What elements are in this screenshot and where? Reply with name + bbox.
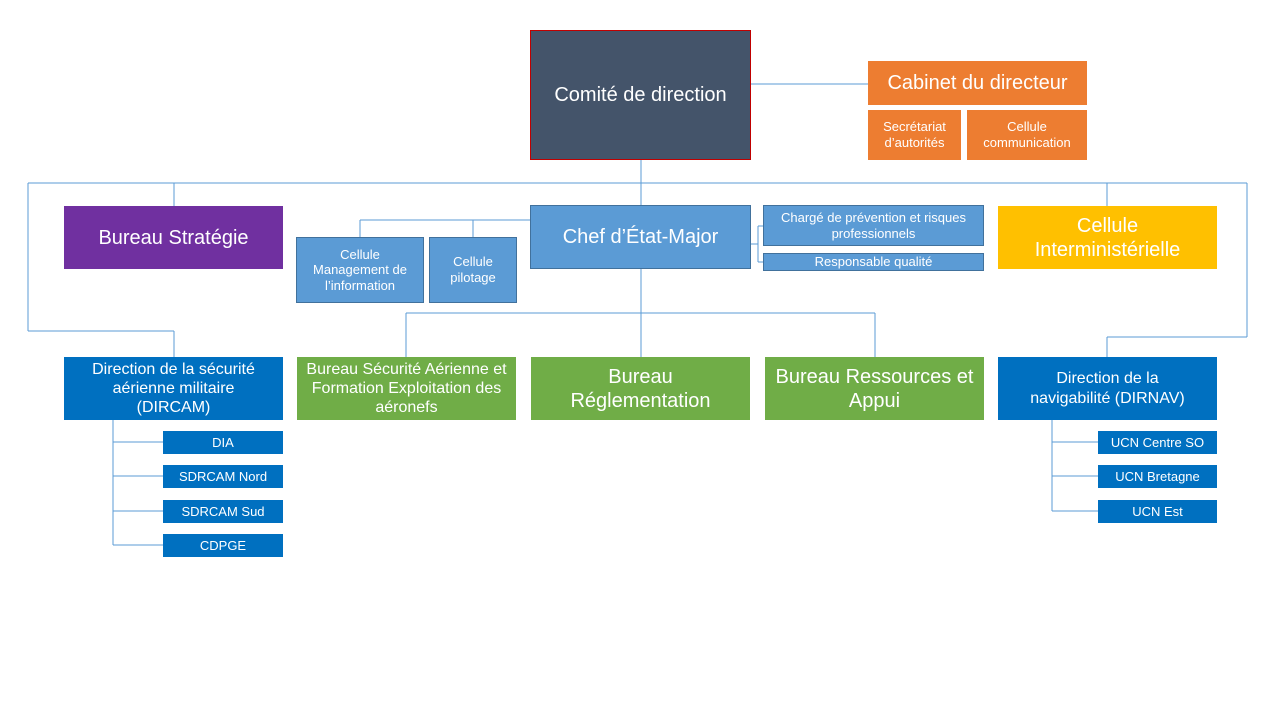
bureau-ressources-appui-box: Bureau Ressources et Appui [765, 357, 984, 420]
cellule-management-information-box: Cellule Management de l’information [296, 237, 424, 303]
dircam-unit-sdrcam-sud: SDRCAM Sud [163, 500, 283, 523]
comite-de-direction-box: Comité de direction [530, 30, 751, 160]
dircam-unit-sdrcam-nord: SDRCAM Nord [163, 465, 283, 488]
cellule-interministerielle-box: Cellule Interministérielle [998, 206, 1217, 269]
bureau-strategie-box: Bureau Stratégie [64, 206, 283, 269]
cellule-communication-box: Cellule communication [967, 110, 1087, 160]
secretariat-autorites-box: Secrétariat d’autorités [868, 110, 961, 160]
dircam-unit-dia: DIA [163, 431, 283, 454]
bureau-reglementation-box: Bureau Réglementation [531, 357, 750, 420]
cabinet-du-directeur-box: Cabinet du directeur [868, 61, 1087, 105]
chef-etat-major-box: Chef d’État-Major [530, 205, 751, 269]
dirnav-unit-ucn-est: UCN Est [1098, 500, 1217, 523]
dirnav-unit-ucn-centre-so: UCN Centre SO [1098, 431, 1217, 454]
dirnav-unit-ucn-bretagne: UCN Bretagne [1098, 465, 1217, 488]
cellule-pilotage-box: Cellule pilotage [429, 237, 517, 303]
dircam-box: Direction de la sécurité aérienne milita… [64, 357, 283, 420]
dirnav-box: Direction de la navigabilité (DIRNAV) [998, 357, 1217, 420]
charge-prevention-box: Chargé de prévention et risques professi… [763, 205, 984, 246]
dircam-unit-cdpge: CDPGE [163, 534, 283, 557]
bureau-securite-aerienne-box: Bureau Sécurité Aérienne et Formation Ex… [297, 357, 516, 420]
responsable-qualite-box: Responsable qualité [763, 253, 984, 271]
